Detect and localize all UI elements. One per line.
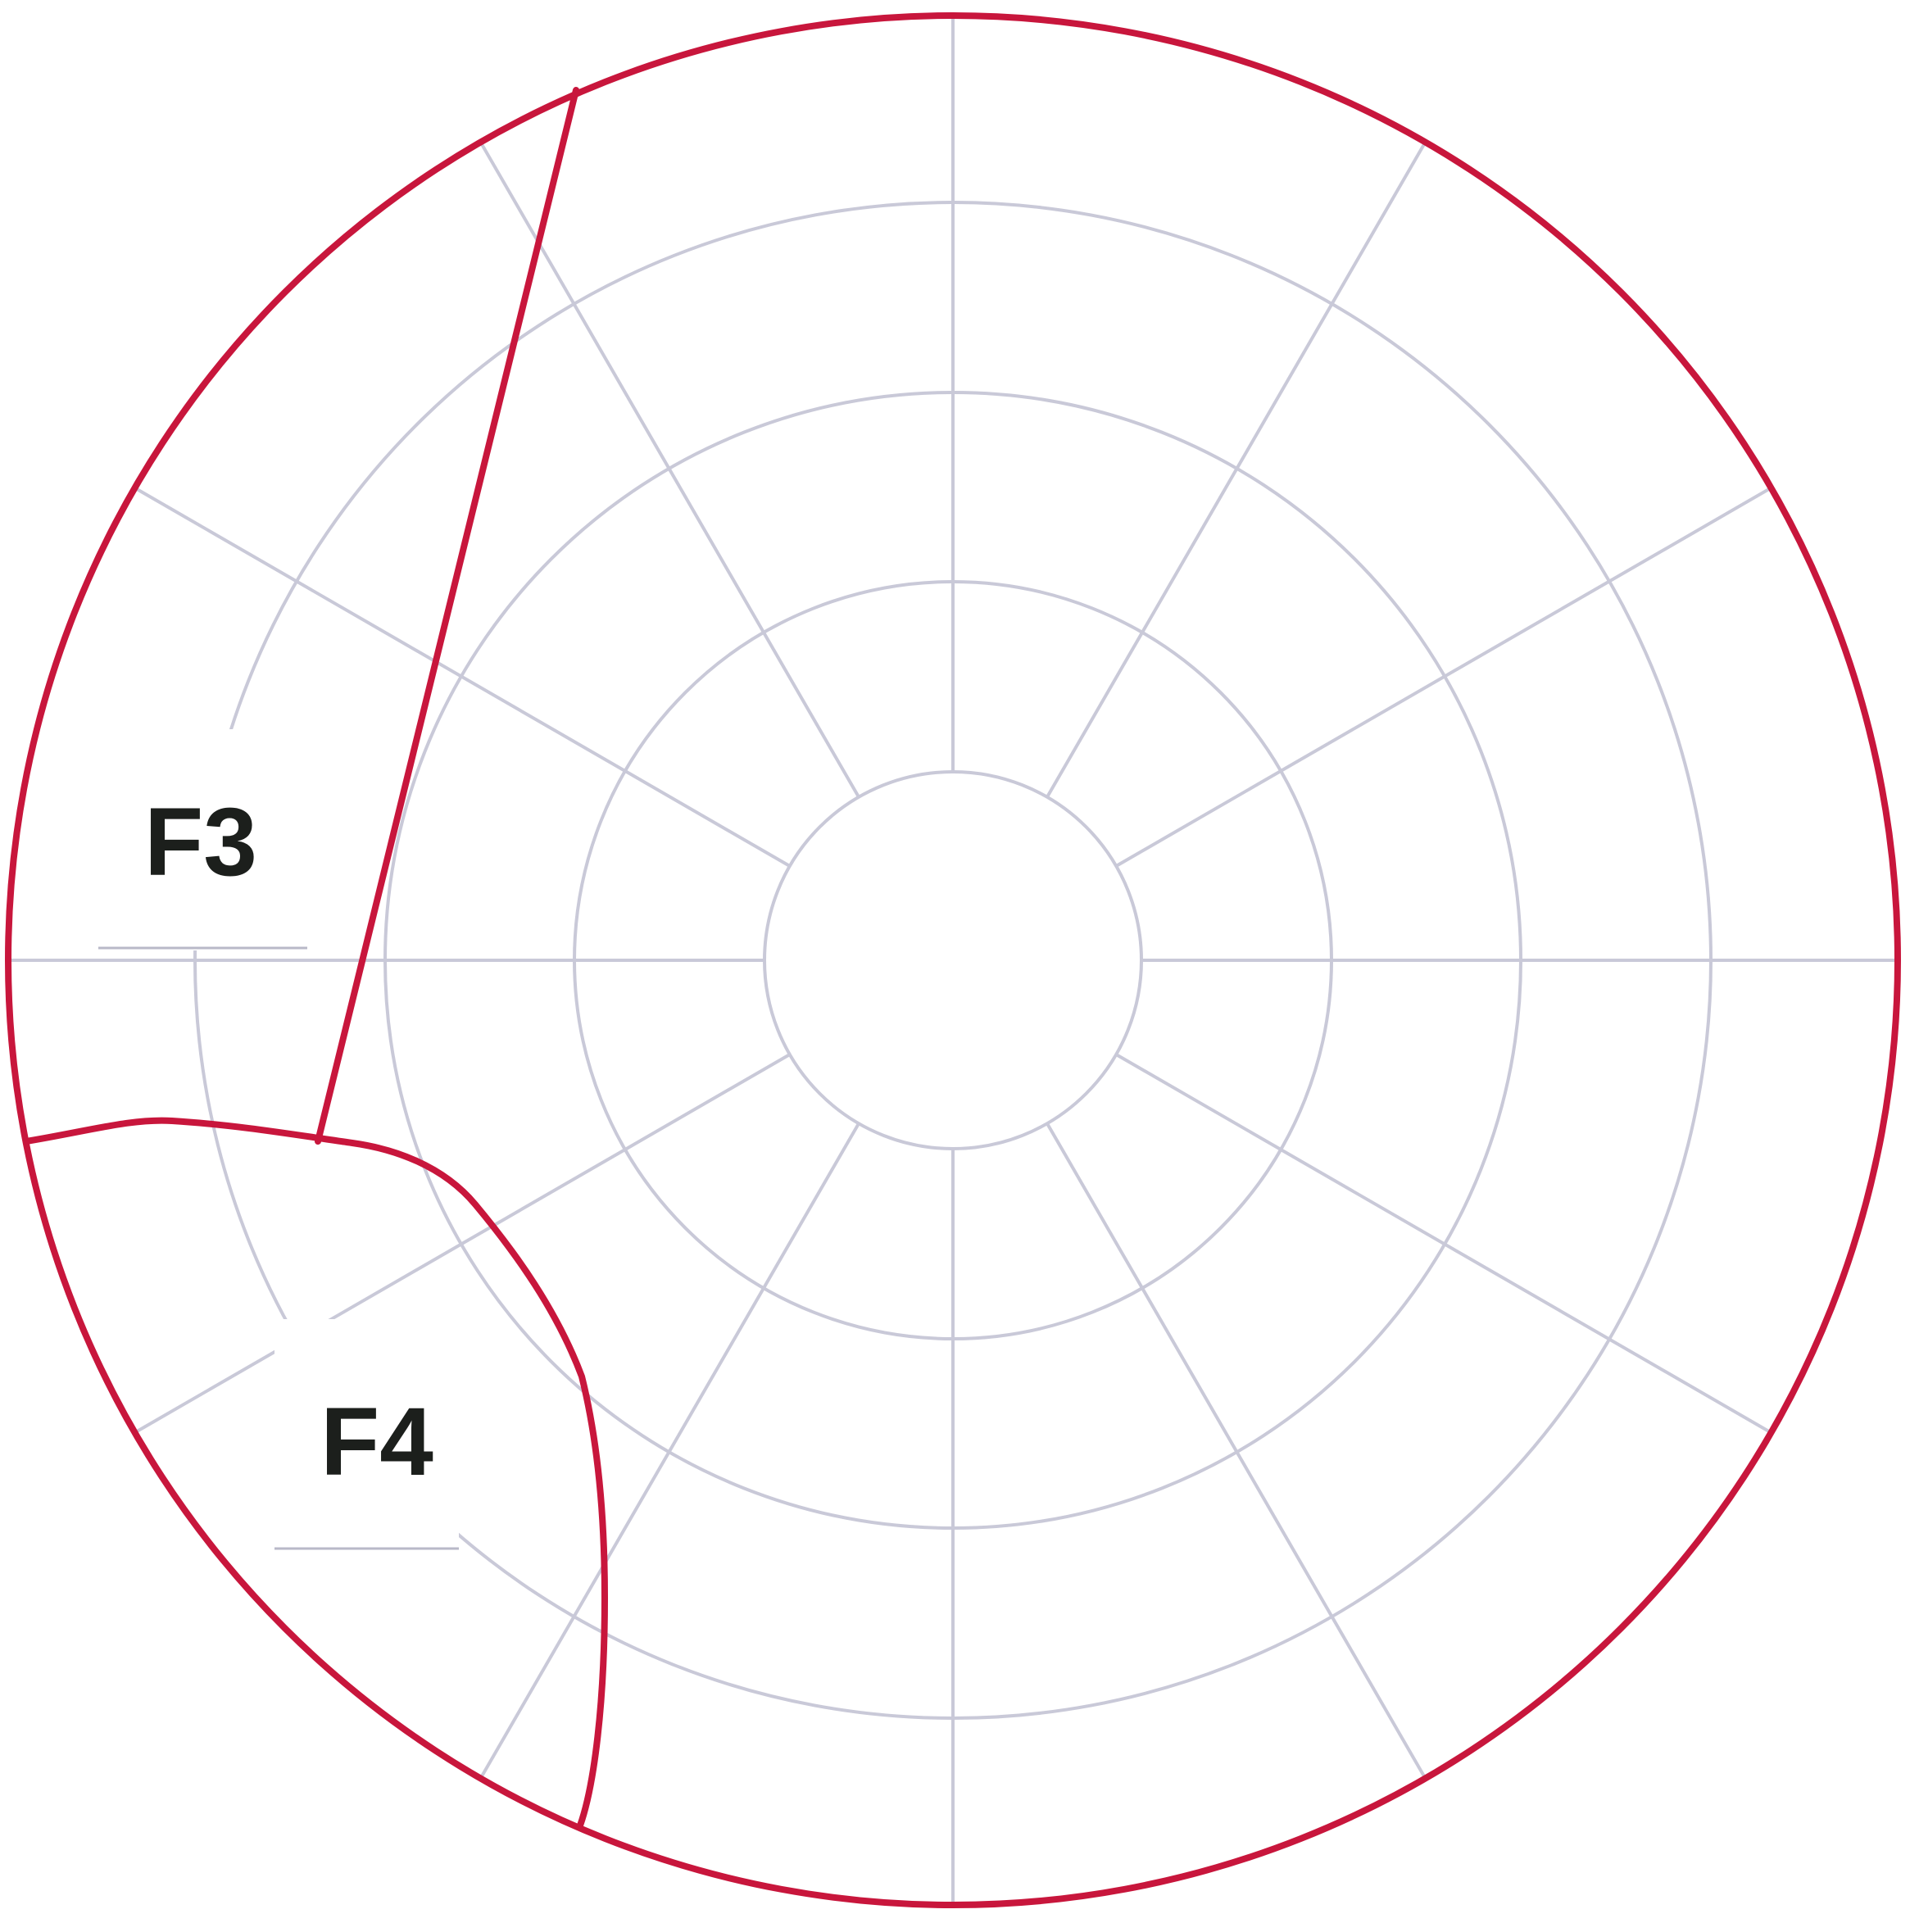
region-label-f4: F4 <box>320 1388 433 1496</box>
region-boundaries <box>5 12 1901 1908</box>
region-label-f3: F3 <box>144 788 257 896</box>
grid-spoke <box>1115 486 1772 868</box>
grid-spoke <box>1046 141 1427 798</box>
grid-spoke <box>134 486 791 868</box>
f3-label-backing <box>98 729 307 950</box>
outer-boundary-circle <box>5 12 1901 1908</box>
f4-label-backing <box>274 1319 459 1549</box>
grid-spoke <box>479 1122 860 1780</box>
f4-boundary-curve <box>23 1117 608 1829</box>
polar-grid <box>7 14 1899 1907</box>
f3-boundary-line <box>315 87 579 1145</box>
grid-spokes <box>8 16 1898 1905</box>
grid-spoke <box>134 1053 791 1435</box>
grid-spoke <box>479 141 860 798</box>
grid-spoke <box>1046 1122 1427 1780</box>
grid-spoke <box>1115 1053 1772 1435</box>
grid-ring-1 <box>763 770 1143 1150</box>
